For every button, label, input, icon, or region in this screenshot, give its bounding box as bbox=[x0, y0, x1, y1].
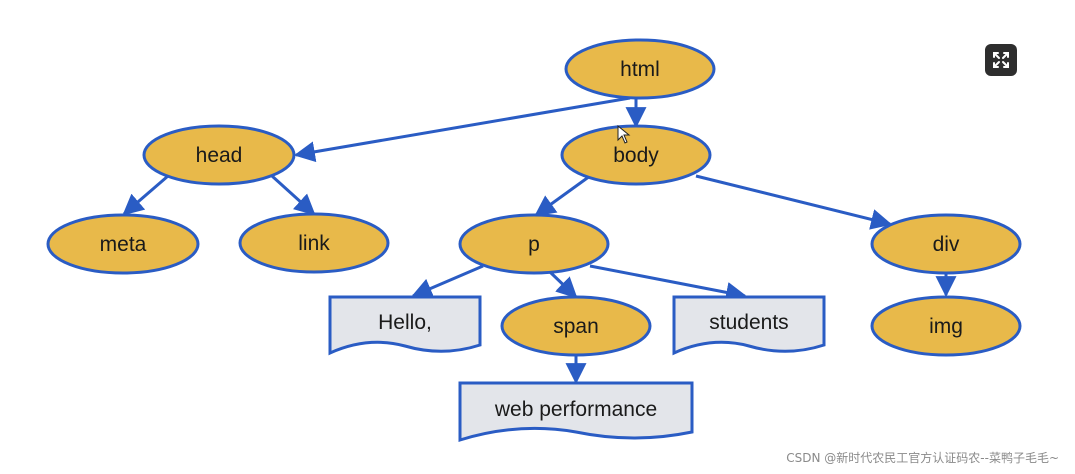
text-node-web-performance: web performance bbox=[458, 381, 694, 443]
element-node-p: p bbox=[458, 213, 610, 275]
node-label-html: html bbox=[620, 58, 660, 81]
fullscreen-button[interactable] bbox=[985, 44, 1017, 76]
node-label-hello: Hello, bbox=[378, 311, 432, 334]
node-label-meta: meta bbox=[100, 233, 147, 256]
edge-p-hello bbox=[411, 264, 484, 299]
text-node-hello: Hello, bbox=[328, 295, 482, 356]
element-node-link: link bbox=[238, 212, 390, 274]
element-node-div: div bbox=[870, 213, 1022, 275]
node-label-div: div bbox=[933, 233, 960, 256]
node-label-link: link bbox=[298, 232, 330, 255]
element-node-meta: meta bbox=[46, 213, 200, 275]
edge-head-meta bbox=[122, 174, 169, 216]
node-label-web-performance: web performance bbox=[494, 398, 657, 421]
node-label-students: students bbox=[709, 311, 788, 334]
edge-p-span bbox=[548, 270, 578, 299]
element-node-head: head bbox=[142, 124, 296, 186]
text-node-students: students bbox=[672, 295, 826, 356]
edge-body-p bbox=[534, 174, 591, 217]
element-node-html: html bbox=[564, 38, 716, 100]
edge-body-div bbox=[695, 174, 893, 230]
expand-icon bbox=[993, 52, 1009, 68]
watermark: CSDN @新时代农民工官方认证码农--菜鸭子毛毛~ bbox=[786, 451, 1059, 465]
node-label-p: p bbox=[528, 233, 540, 256]
edge-html-head bbox=[293, 96, 631, 163]
element-node-body: body bbox=[560, 124, 712, 186]
node-label-head: head bbox=[196, 144, 243, 167]
edge-p-students bbox=[589, 264, 748, 303]
node-label-img: img bbox=[929, 315, 963, 338]
mouse-cursor-icon bbox=[617, 124, 631, 144]
element-node-span: span bbox=[500, 295, 652, 357]
edges bbox=[122, 96, 957, 385]
edge-head-link bbox=[270, 174, 316, 216]
node-label-span: span bbox=[553, 315, 599, 338]
element-node-img: img bbox=[870, 295, 1022, 357]
node-label-body: body bbox=[613, 144, 659, 167]
